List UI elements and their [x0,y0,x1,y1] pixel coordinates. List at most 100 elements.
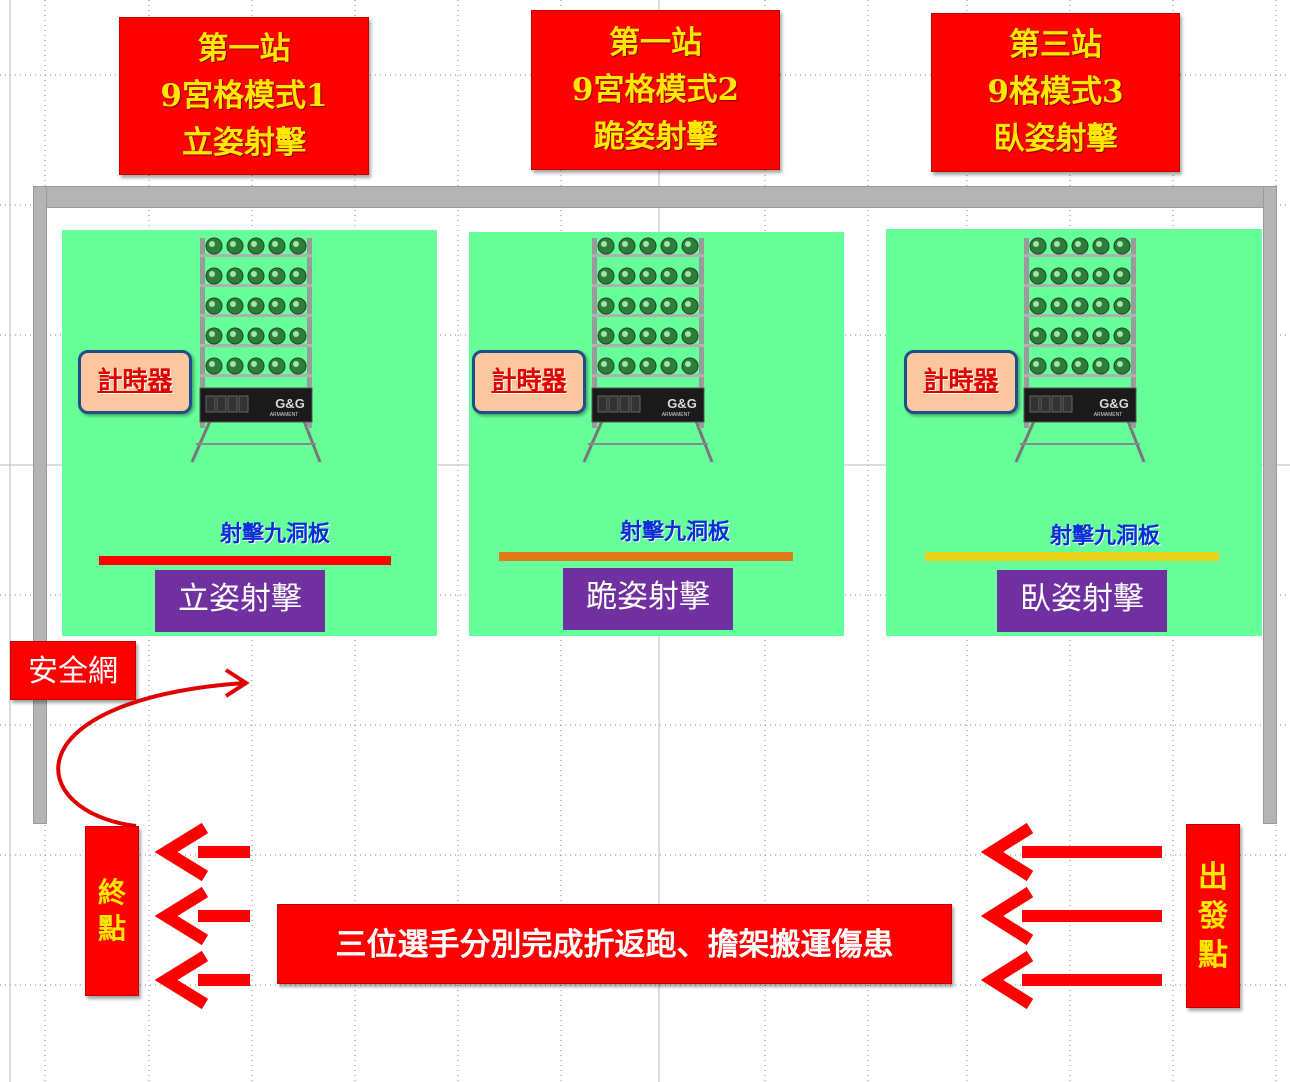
target-hole-highlight [293,271,299,277]
target-hole-highlight [1075,301,1081,307]
target-hole-highlight [622,241,628,247]
arrow-left-icon [980,822,1162,882]
rack-leg [694,420,714,463]
target-hole-highlight [1117,271,1123,277]
target-hole-highlight [230,301,236,307]
target-hole-highlight [293,301,299,307]
station-1-title: 第一站 9宮格模式1 立姿射擊 [119,17,369,175]
target-hole-highlight [1096,271,1102,277]
station-2-target-rack: G&G ARMAMENT [580,236,716,464]
arrow-left-icon [980,886,1162,946]
target-hole-highlight [1033,301,1039,307]
target-hole-highlight [1096,331,1102,337]
rack-display-digit [619,395,630,413]
station-3-title-line-1: 第三站 [1009,27,1102,63]
start-point-char-1: 出 [1198,859,1228,895]
station-3-shooting-line [925,552,1219,561]
station-3-board-label: 射擊九洞板 [1049,523,1160,549]
target-hole-highlight [293,331,299,337]
station-1-posture-label: 立姿射擊 [155,570,325,632]
target-hole-highlight [685,241,691,247]
instruction-banner: 三位選手分別完成折返跑、擔架搬運傷患 [277,904,952,984]
target-hole-highlight [272,271,278,277]
target-hole-highlight [643,271,649,277]
target-hole-highlight [1075,331,1081,337]
rack-display-digit [630,395,641,413]
station-3-rack-sub: ARMAMENT [1094,412,1123,418]
station-2-title: 第一站 9宮格模式2 跪姿射擊 [531,10,780,170]
station-1-rack-sub: ARMAMENT [270,412,299,418]
station-3-title-line-2: 9格模式3 [987,74,1124,110]
safety-net-frame-right [1263,186,1277,824]
target-hole-highlight [601,241,607,247]
target-hole-highlight [601,301,607,307]
target-hole-highlight [685,301,691,307]
rack-upright [307,238,312,428]
target-hole-highlight [230,331,236,337]
rack-leg [190,420,212,463]
rack-shelf [1024,284,1136,287]
target-hole-highlight [1033,241,1039,247]
target-hole-highlight [664,301,670,307]
target-hole-highlight [622,331,628,337]
target-hole-highlight [664,331,670,337]
station-2-title-line-1: 第一站 [609,24,702,61]
target-hole-highlight [251,331,257,337]
arrow-left-icon [154,822,250,882]
rack-shelf [200,344,312,347]
target-hole-highlight [209,271,215,277]
target-hole-highlight [209,301,215,307]
rack-leg [302,420,322,463]
station-2-rack-brand: G&G [667,396,697,411]
rack-shelf [200,374,312,377]
station-1-board-label: 射擊九洞板 [219,521,330,547]
finish-point-char-2: 點 [97,912,126,945]
target-hole-highlight [1096,241,1102,247]
rack-display-digit [1051,395,1062,413]
rack-shelf [592,374,704,377]
target-hole-highlight [293,241,299,247]
target-hole-highlight [643,331,649,337]
arrow-left-icon [154,950,250,1010]
station-3-target-rack: G&G ARMAMENT [1012,236,1148,464]
target-hole-highlight [1054,361,1060,367]
target-hole-highlight [272,301,278,307]
rack-display-digit [227,395,238,413]
target-hole-highlight [664,271,670,277]
rack-shelf [592,254,704,257]
target-hole-highlight [622,271,628,277]
rack-shelf [1024,374,1136,377]
target-hole-highlight [272,241,278,247]
station-1-title-line-2: 9宮格模式1 [160,77,328,114]
station-1-shooting-line [99,556,391,565]
arrow-left-icon [154,886,250,946]
rack-display-digit [597,395,608,413]
station-2-title-line-3: 跪姿射擊 [593,118,718,155]
arrow-left-icon [980,950,1162,1010]
station-3-zone [886,229,1262,636]
station-2-board-label: 射擊九洞板 [619,519,730,545]
target-hole-highlight [622,301,628,307]
target-hole-highlight [272,331,278,337]
target-hole-highlight [209,361,215,367]
finish-point-char-1: 終 [97,875,126,909]
station-3-title: 第三站 9格模式3 臥姿射擊 [931,13,1180,172]
target-hole-highlight [272,361,278,367]
target-hole-highlight [1096,361,1102,367]
target-hole-highlight [643,241,649,247]
target-hole-highlight [1075,361,1081,367]
target-hole-highlight [1117,301,1123,307]
station-2-title-line-2: 9宮格模式2 [571,71,740,108]
target-hole-highlight [664,241,670,247]
station-3-timer: 計時器 [904,350,1018,414]
arrows-to-finish [154,822,250,1010]
target-hole-highlight [1033,271,1039,277]
target-hole-highlight [1096,301,1102,307]
safety-net-label: 安全網 [10,641,136,700]
target-hole-highlight [685,361,691,367]
station-1-zone [62,230,437,636]
target-hole-highlight [230,241,236,247]
rack-shelf [200,284,312,287]
rack-leg [1126,420,1146,463]
